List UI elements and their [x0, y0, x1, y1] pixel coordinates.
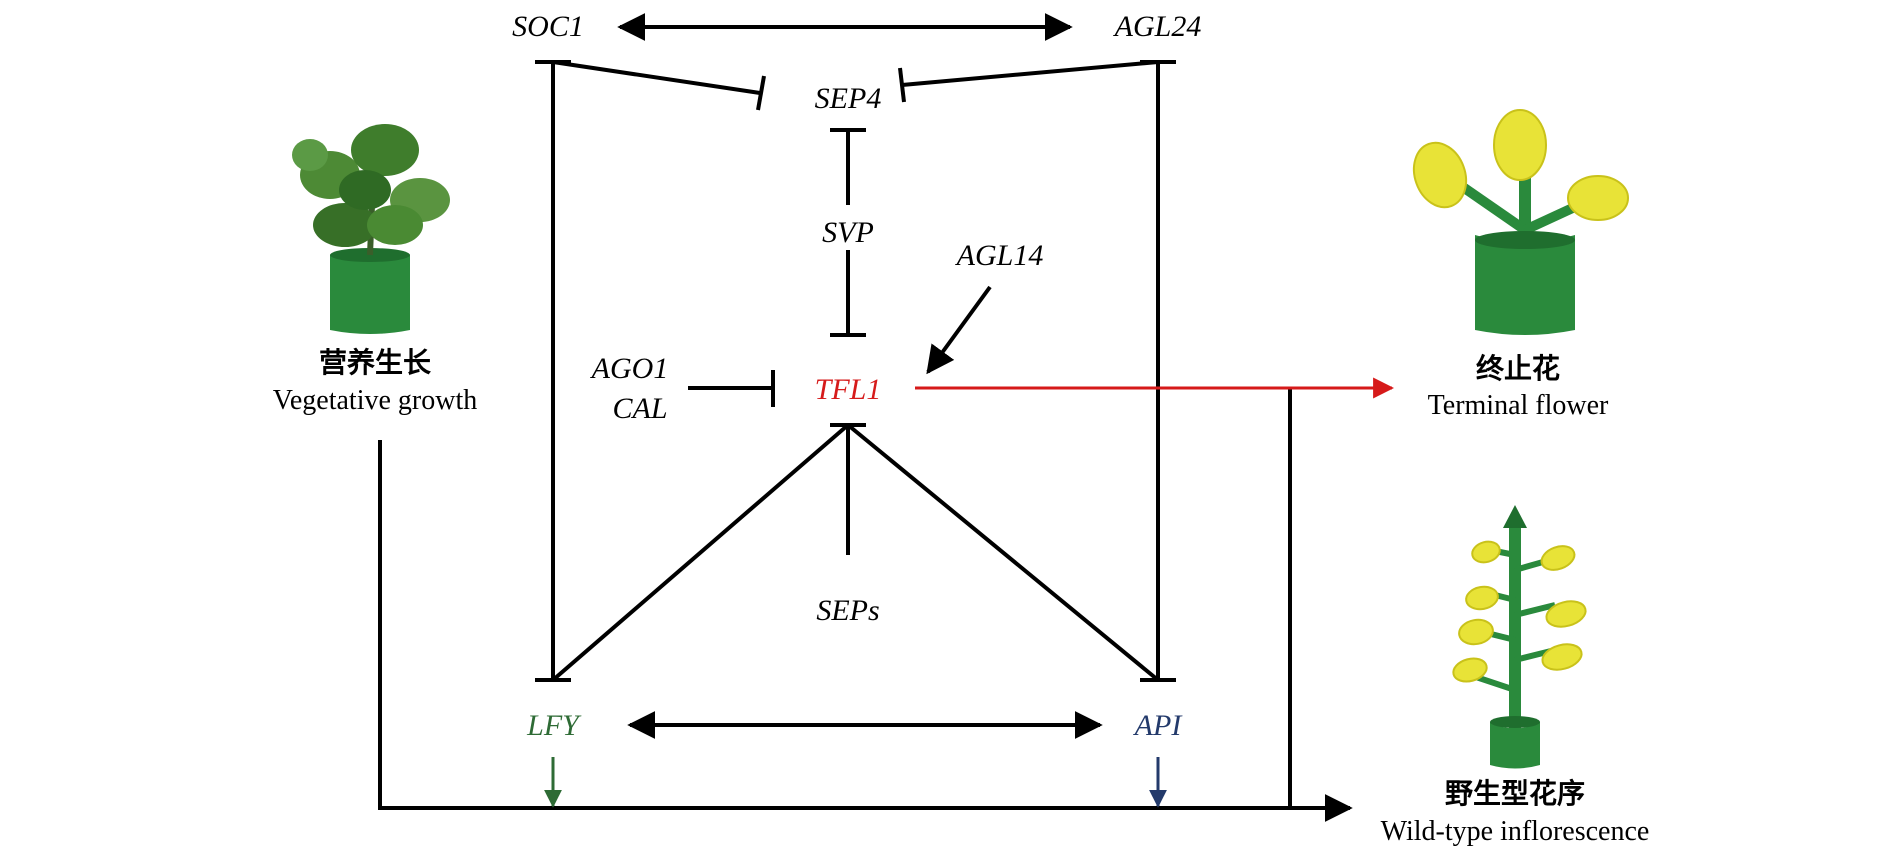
gene-seps: SEPs: [816, 594, 879, 627]
vegetative-plant-icon: [292, 124, 450, 334]
gene-sep4: SEP4: [815, 82, 882, 115]
gene-agl14: AGL14: [955, 239, 1044, 272]
gene-tfl1: TFL1: [815, 373, 882, 406]
edge-agl24-sep4: [901, 60, 1159, 87]
edge-tfl1-lfy: [551, 423, 850, 682]
gene-lfy: LFY: [526, 709, 582, 742]
terminal-label-cn: 终止花: [1476, 352, 1560, 385]
edge-vegetative-wildtype: [378, 440, 1353, 822]
gene-ago1: AGO1: [590, 352, 669, 385]
inflorescence-icon: [1452, 505, 1587, 769]
gene-svp: SVP: [822, 216, 874, 249]
edge-tfl1-ap1: [846, 423, 1160, 682]
gene-agl24: AGL24: [1113, 10, 1202, 43]
vegetative-label-cn: 营养生长: [319, 346, 431, 379]
network-edges: [378, 13, 1353, 822]
vegetative-label-en: Vegetative growth: [273, 385, 478, 416]
gene-soc1: SOC1: [512, 10, 584, 43]
terminal-label-en: Terminal flower: [1428, 390, 1609, 421]
wildtype-label-en: Wild-type inflorescence: [1381, 816, 1650, 847]
edge-soc1-sep4: [552, 60, 761, 95]
gene-cal: CAL: [612, 392, 667, 425]
edge-agl14-tfl1: [926, 285, 992, 375]
gene-ap1: API: [1133, 709, 1184, 742]
wildtype-label-cn: 野生型花序: [1445, 777, 1585, 810]
terminal-flower-icon: [1412, 109, 1629, 335]
